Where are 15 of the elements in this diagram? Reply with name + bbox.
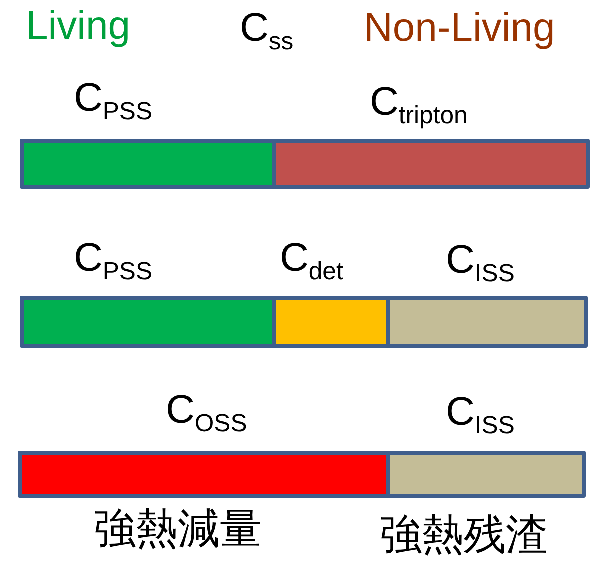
abbreviation-label: C$_{tripton}$: [370, 82, 468, 130]
bar-segment: [386, 451, 586, 498]
abbreviation-label: C$_{ISS}$: [446, 392, 515, 440]
bar-segment: [386, 296, 588, 348]
heading-label: Living: [26, 6, 131, 46]
japanese-label: 強熱残渣: [380, 514, 548, 556]
heading-label: C$_{ss}$: [240, 8, 294, 56]
japanese-label: 強熱減量: [94, 508, 262, 550]
abbreviation-label: C$_{PSS}$: [74, 238, 153, 286]
bar-segment: [272, 139, 590, 189]
abbreviation-label: C$_{OSS}$: [166, 390, 248, 438]
abbreviation-label: C$_{ISS}$: [446, 240, 515, 288]
abbreviation-label: C$_{PSS}$: [74, 78, 153, 126]
abbreviation-label: C$_{det}$: [280, 238, 344, 286]
heading-label: Non-Living: [364, 8, 556, 48]
